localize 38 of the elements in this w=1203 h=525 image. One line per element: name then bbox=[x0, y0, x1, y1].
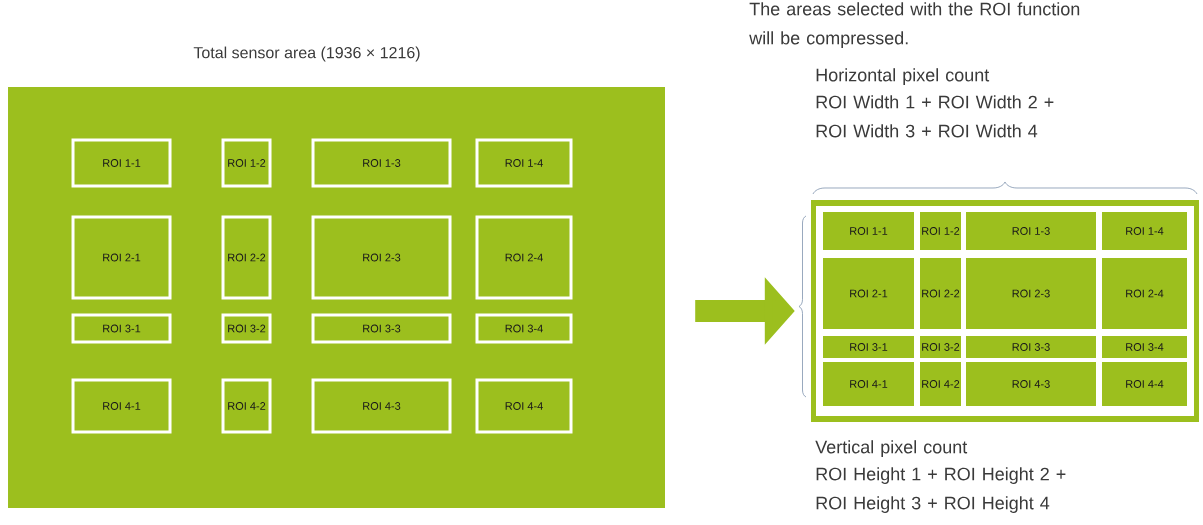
roi-box: ROI 3-3 bbox=[311, 313, 452, 344]
roi-cell: ROI 4-3 bbox=[966, 362, 1096, 406]
caption-text: Vertical pixel count bbox=[815, 440, 968, 457]
roi-box: ROI 4-2 bbox=[221, 378, 272, 434]
roi-box: ROI 2-3 bbox=[311, 215, 452, 300]
roi-cell: ROI 3-1 bbox=[823, 336, 914, 358]
roi-box: ROI 4-4 bbox=[475, 378, 573, 434]
caption-text: The areas selected with the ROI function will be compressed. bbox=[749, 2, 1080, 48]
roi-cell: ROI 4-2 bbox=[920, 362, 961, 406]
roi-cell: ROI 1-3 bbox=[966, 212, 1096, 250]
roi-cell: ROI 4-1 bbox=[823, 362, 914, 406]
caption-text: Horizontal pixel count bbox=[816, 68, 990, 85]
roi-box: ROI 2-2 bbox=[221, 215, 272, 300]
roi-cell: ROI 2-4 bbox=[1102, 258, 1187, 329]
node-label: Total sensor area (1936 × 1216) bbox=[193, 46, 420, 62]
roi-cell: ROI 1-4 bbox=[1102, 212, 1187, 250]
roi-box: ROI 1-2 bbox=[221, 138, 272, 188]
roi-cell: ROI 3-2 bbox=[920, 336, 961, 358]
roi-cell: ROI 4-4 bbox=[1102, 362, 1187, 406]
roi-cell: ROI 2-1 bbox=[823, 258, 914, 329]
roi-cell: ROI 2-2 bbox=[920, 258, 961, 329]
roi-box: ROI 4-3 bbox=[311, 378, 452, 434]
roi-box: ROI 4-1 bbox=[71, 378, 172, 434]
caption-text: ROI Width 1 + ROI Width 2 + ROI Width 3 + ROI Width 4 bbox=[816, 95, 1054, 138]
roi-cell: ROI 1-2 bbox=[920, 212, 961, 250]
roi-box: ROI 3-4 bbox=[475, 313, 573, 344]
roi-box: ROI 2-4 bbox=[475, 215, 573, 300]
roi-cell: ROI 2-3 bbox=[966, 258, 1096, 329]
roi-box: ROI 2-1 bbox=[71, 215, 172, 300]
roi-box: ROI 1-1 bbox=[71, 138, 172, 188]
roi-cell: ROI 3-3 bbox=[966, 336, 1096, 358]
roi-cell: ROI 3-4 bbox=[1102, 336, 1187, 358]
roi-box: ROI 1-4 bbox=[475, 138, 573, 188]
roi-box: ROI 1-3 bbox=[311, 138, 452, 188]
roi-box: ROI 3-2 bbox=[221, 313, 272, 344]
caption-text: ROI Height 1 + ROI Height 2 + ROI Height 3 + ROI Height 4 bbox=[816, 467, 1066, 513]
roi-cell: ROI 1-1 bbox=[823, 212, 914, 250]
roi-box: ROI 3-1 bbox=[71, 313, 172, 344]
